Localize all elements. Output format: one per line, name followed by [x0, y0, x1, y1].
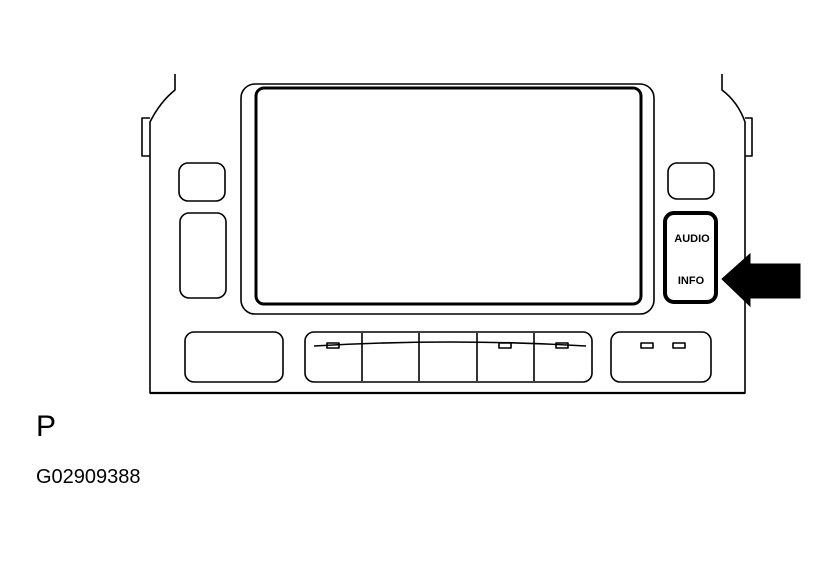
- page-letter: P: [36, 410, 57, 443]
- panel-bezel-outline: [149, 74, 746, 394]
- strip-indicator-1: [326, 342, 340, 349]
- pointer-arrow: [721, 252, 801, 308]
- info-label: INFO: [678, 275, 705, 287]
- strip-top-line: [313, 341, 587, 347]
- bottom-left-button[interactable]: [184, 331, 284, 383]
- audio-label: AUDIO: [674, 233, 710, 245]
- figure-id: G02909388: [36, 466, 141, 488]
- bottom-button-strip: [304, 331, 593, 383]
- screen-outer-frame: [240, 83, 655, 315]
- display-screen: [254, 86, 643, 306]
- left-tall-button[interactable]: [179, 212, 227, 299]
- audio-info-button[interactable]: [663, 211, 718, 304]
- left-small-button[interactable]: [178, 162, 226, 202]
- right-indicator-2: [672, 342, 686, 349]
- right-small-button[interactable]: [667, 162, 715, 200]
- strip-indicator-2: [498, 342, 512, 349]
- bottom-right-button[interactable]: [610, 331, 712, 383]
- strip-indicator-3: [555, 342, 569, 349]
- bezel-right-tab: [745, 117, 753, 157]
- bezel-left-tab: [141, 117, 150, 157]
- right-indicator-1: [640, 342, 654, 349]
